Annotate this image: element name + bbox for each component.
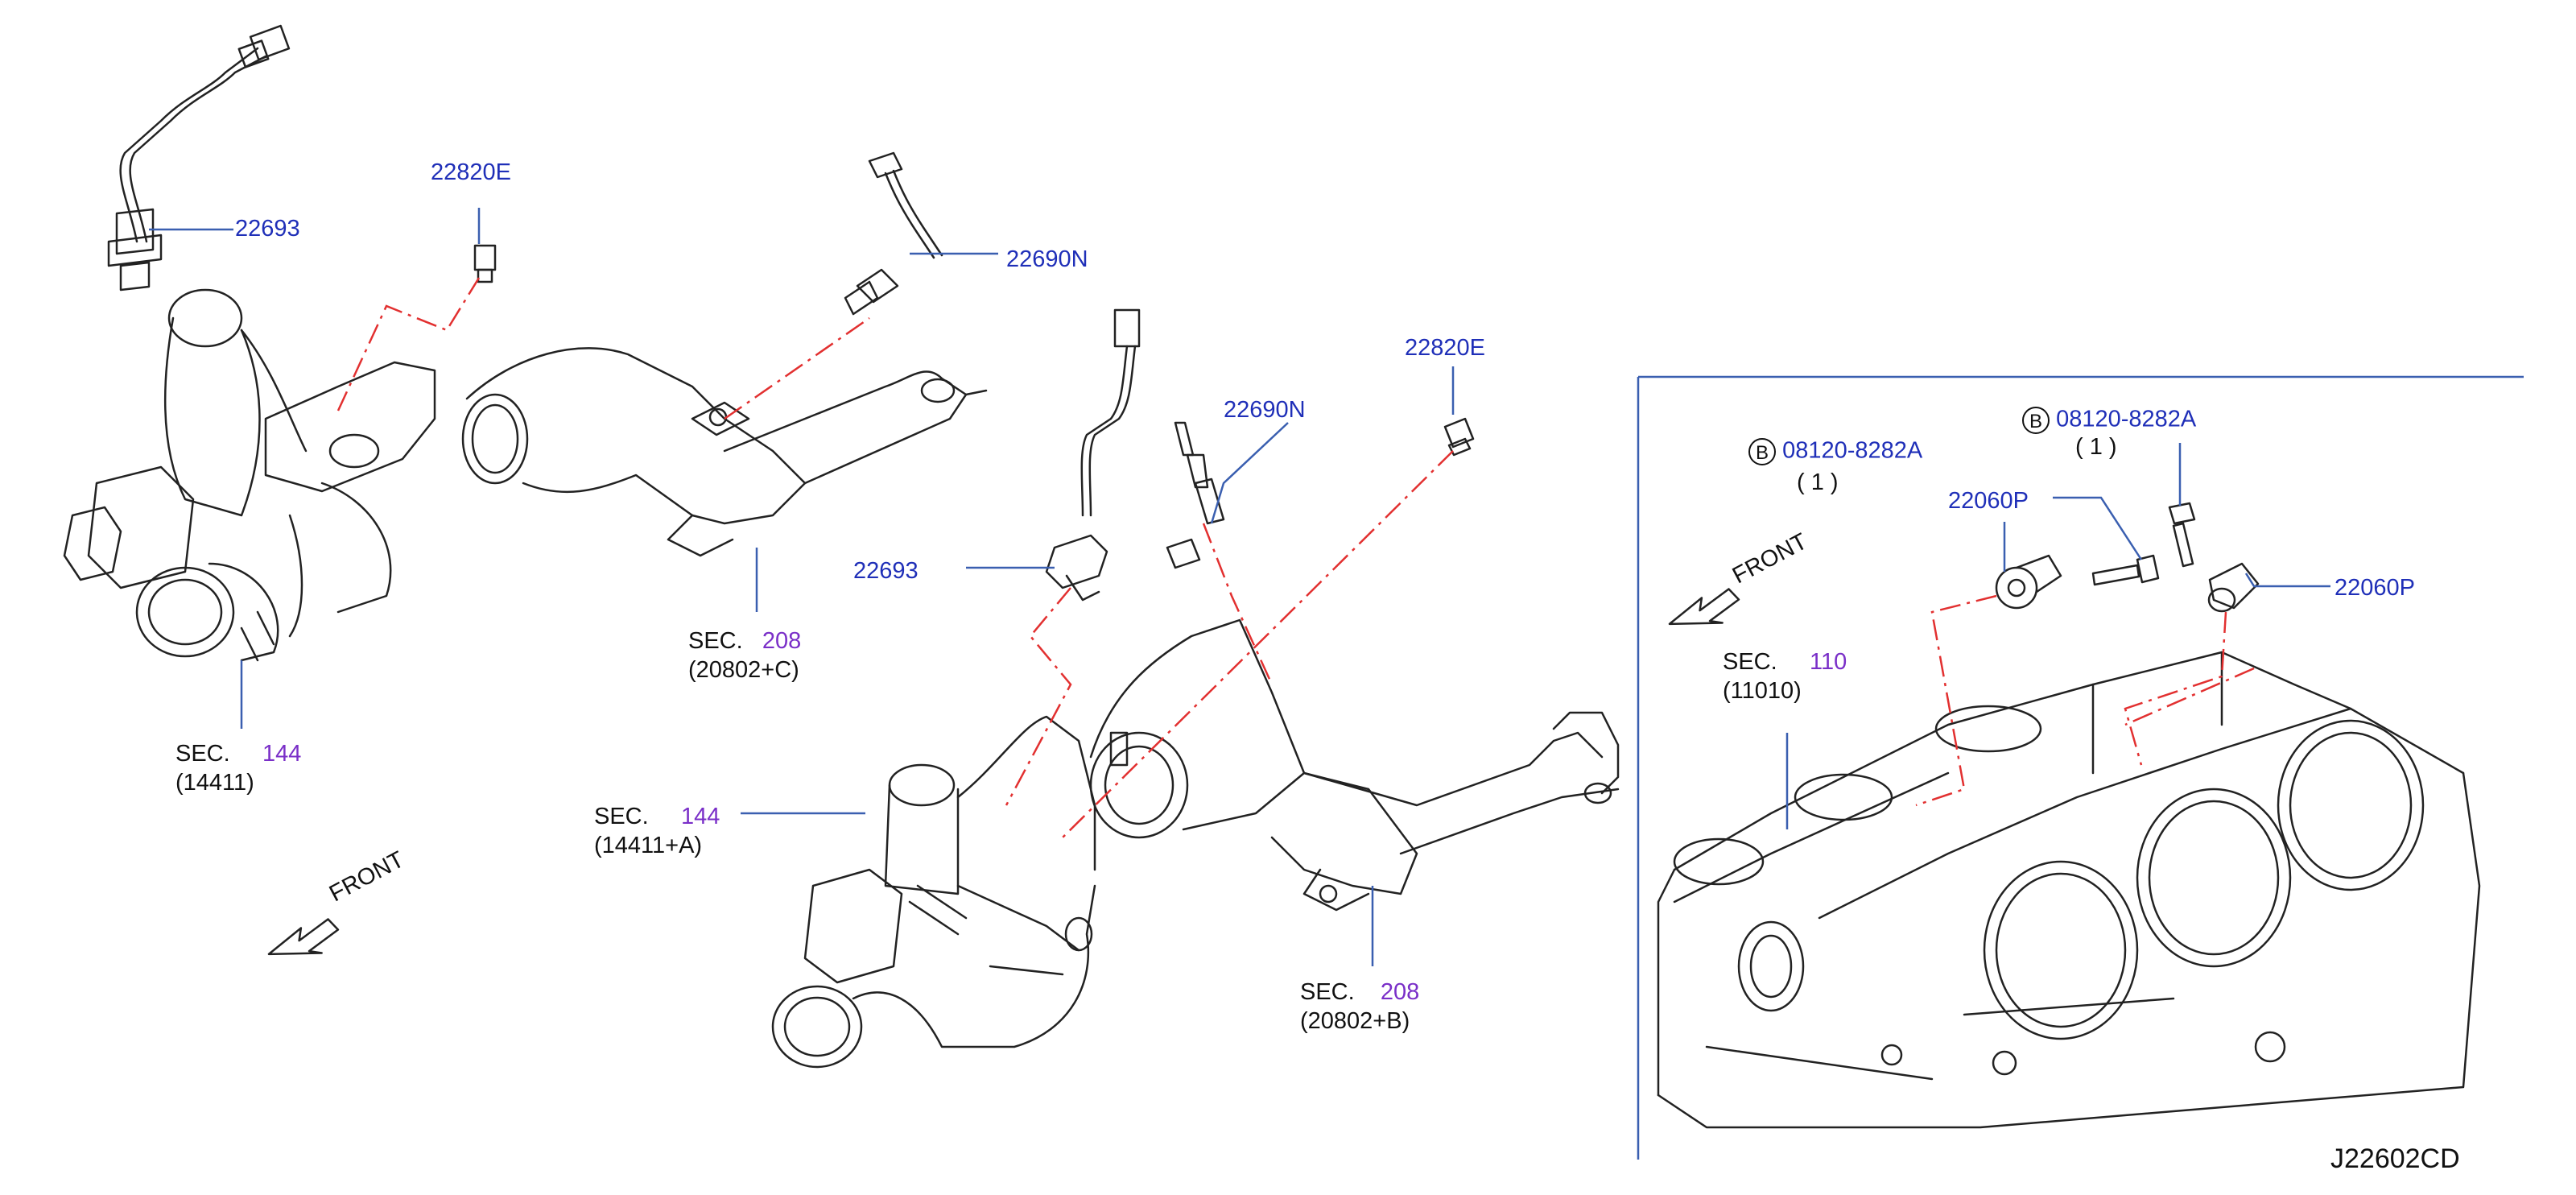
sec-208-number[interactable]: 208: [1380, 979, 1420, 1005]
sec-208-upper: SEC. 208: [688, 630, 801, 653]
part-label-08120-8282a-right[interactable]: 08120-8282A: [2056, 406, 2197, 432]
sec-110-inset-code: (11010): [1723, 678, 1802, 704]
sec-144-upper-code: (14411): [175, 770, 254, 796]
plug-upper-drawing: [473, 244, 497, 283]
part-label-22820e-upper[interactable]: 22820E: [431, 159, 511, 185]
sec-208-number[interactable]: 208: [762, 628, 802, 654]
o2-sensor-upper-left-drawing: [107, 24, 291, 292]
part-label-22693-center[interactable]: 22693: [853, 558, 919, 584]
knock-sensor-right-drawing: [2207, 562, 2260, 613]
part-label-22060p-left[interactable]: 22060P: [1948, 488, 2029, 514]
sec-144-lower: SEC. 144: [594, 805, 720, 829]
part-label-22690n-upper[interactable]: 22690N: [1006, 246, 1088, 272]
sec-208-upper-code: (20802+C): [688, 657, 799, 683]
sec-208-lower-code: (20802+B): [1300, 1008, 1410, 1034]
leader-lines: [149, 208, 2330, 966]
sec-110-number[interactable]: 110: [1809, 649, 1847, 675]
catalyst-lower-drawing: [1089, 618, 1620, 912]
bolt-right-label: B 08120-8282A: [2022, 407, 2196, 434]
diagram-code: J22602CD: [2330, 1143, 2460, 1174]
plug-center-drawing: [1443, 417, 1475, 457]
knock-sensor-left-drawing: [1995, 554, 2062, 610]
sensor-upper-center-drawing: [844, 151, 943, 316]
catalyst-upper-drawing: [461, 347, 988, 557]
sec-144-lower-code: (14411+A): [594, 833, 703, 858]
sec-144-number[interactable]: 144: [262, 741, 302, 767]
bolt-right-drawing: [2168, 502, 2196, 568]
badge-b-icon: B: [1748, 438, 1776, 465]
inset-frame: [1637, 375, 2524, 1160]
o2-sensor-center-drawing: [1045, 308, 1141, 602]
bolt-right-qty: ( 1 ): [2075, 434, 2117, 460]
front-arrow-inset: [1668, 588, 1740, 626]
bolt-left-label: B 08120-8282A: [1748, 438, 1922, 465]
turbo-assembly-upper-drawing: [63, 288, 436, 662]
sec-prefix: SEC.: [175, 741, 230, 767]
part-label-22820e-center[interactable]: 22820E: [1405, 335, 1485, 361]
sec-prefix: SEC.: [688, 628, 743, 654]
front-arrow-left: [267, 918, 340, 956]
sec-prefix: SEC.: [1300, 979, 1355, 1005]
engine-block-inset-drawing: [1657, 651, 2481, 1129]
sec-prefix: SEC.: [594, 804, 649, 829]
bolt-left-drawing: [2091, 554, 2160, 586]
sec-144-number[interactable]: 144: [680, 804, 720, 829]
badge-b-icon: B: [2022, 407, 2050, 434]
sec-110-inset: SEC. 110: [1723, 651, 1847, 674]
sec-prefix: SEC.: [1723, 649, 1777, 675]
bolt-left-qty: ( 1 ): [1797, 469, 1839, 495]
part-label-22060p-right[interactable]: 22060P: [2334, 575, 2415, 601]
assembly-chains: [336, 277, 2255, 838]
part-label-08120-8282a-left[interactable]: 08120-8282A: [1782, 437, 1923, 464]
sensor-center-drawing: [1166, 421, 1225, 569]
sec-208-lower: SEC. 208: [1300, 981, 1419, 1004]
sec-144-upper: SEC. 144: [175, 742, 301, 766]
turbo-assembly-lower-drawing: [771, 715, 1096, 1069]
part-label-22690n-center[interactable]: 22690N: [1224, 397, 1306, 423]
part-label-22693-upper[interactable]: 22693: [235, 216, 300, 242]
